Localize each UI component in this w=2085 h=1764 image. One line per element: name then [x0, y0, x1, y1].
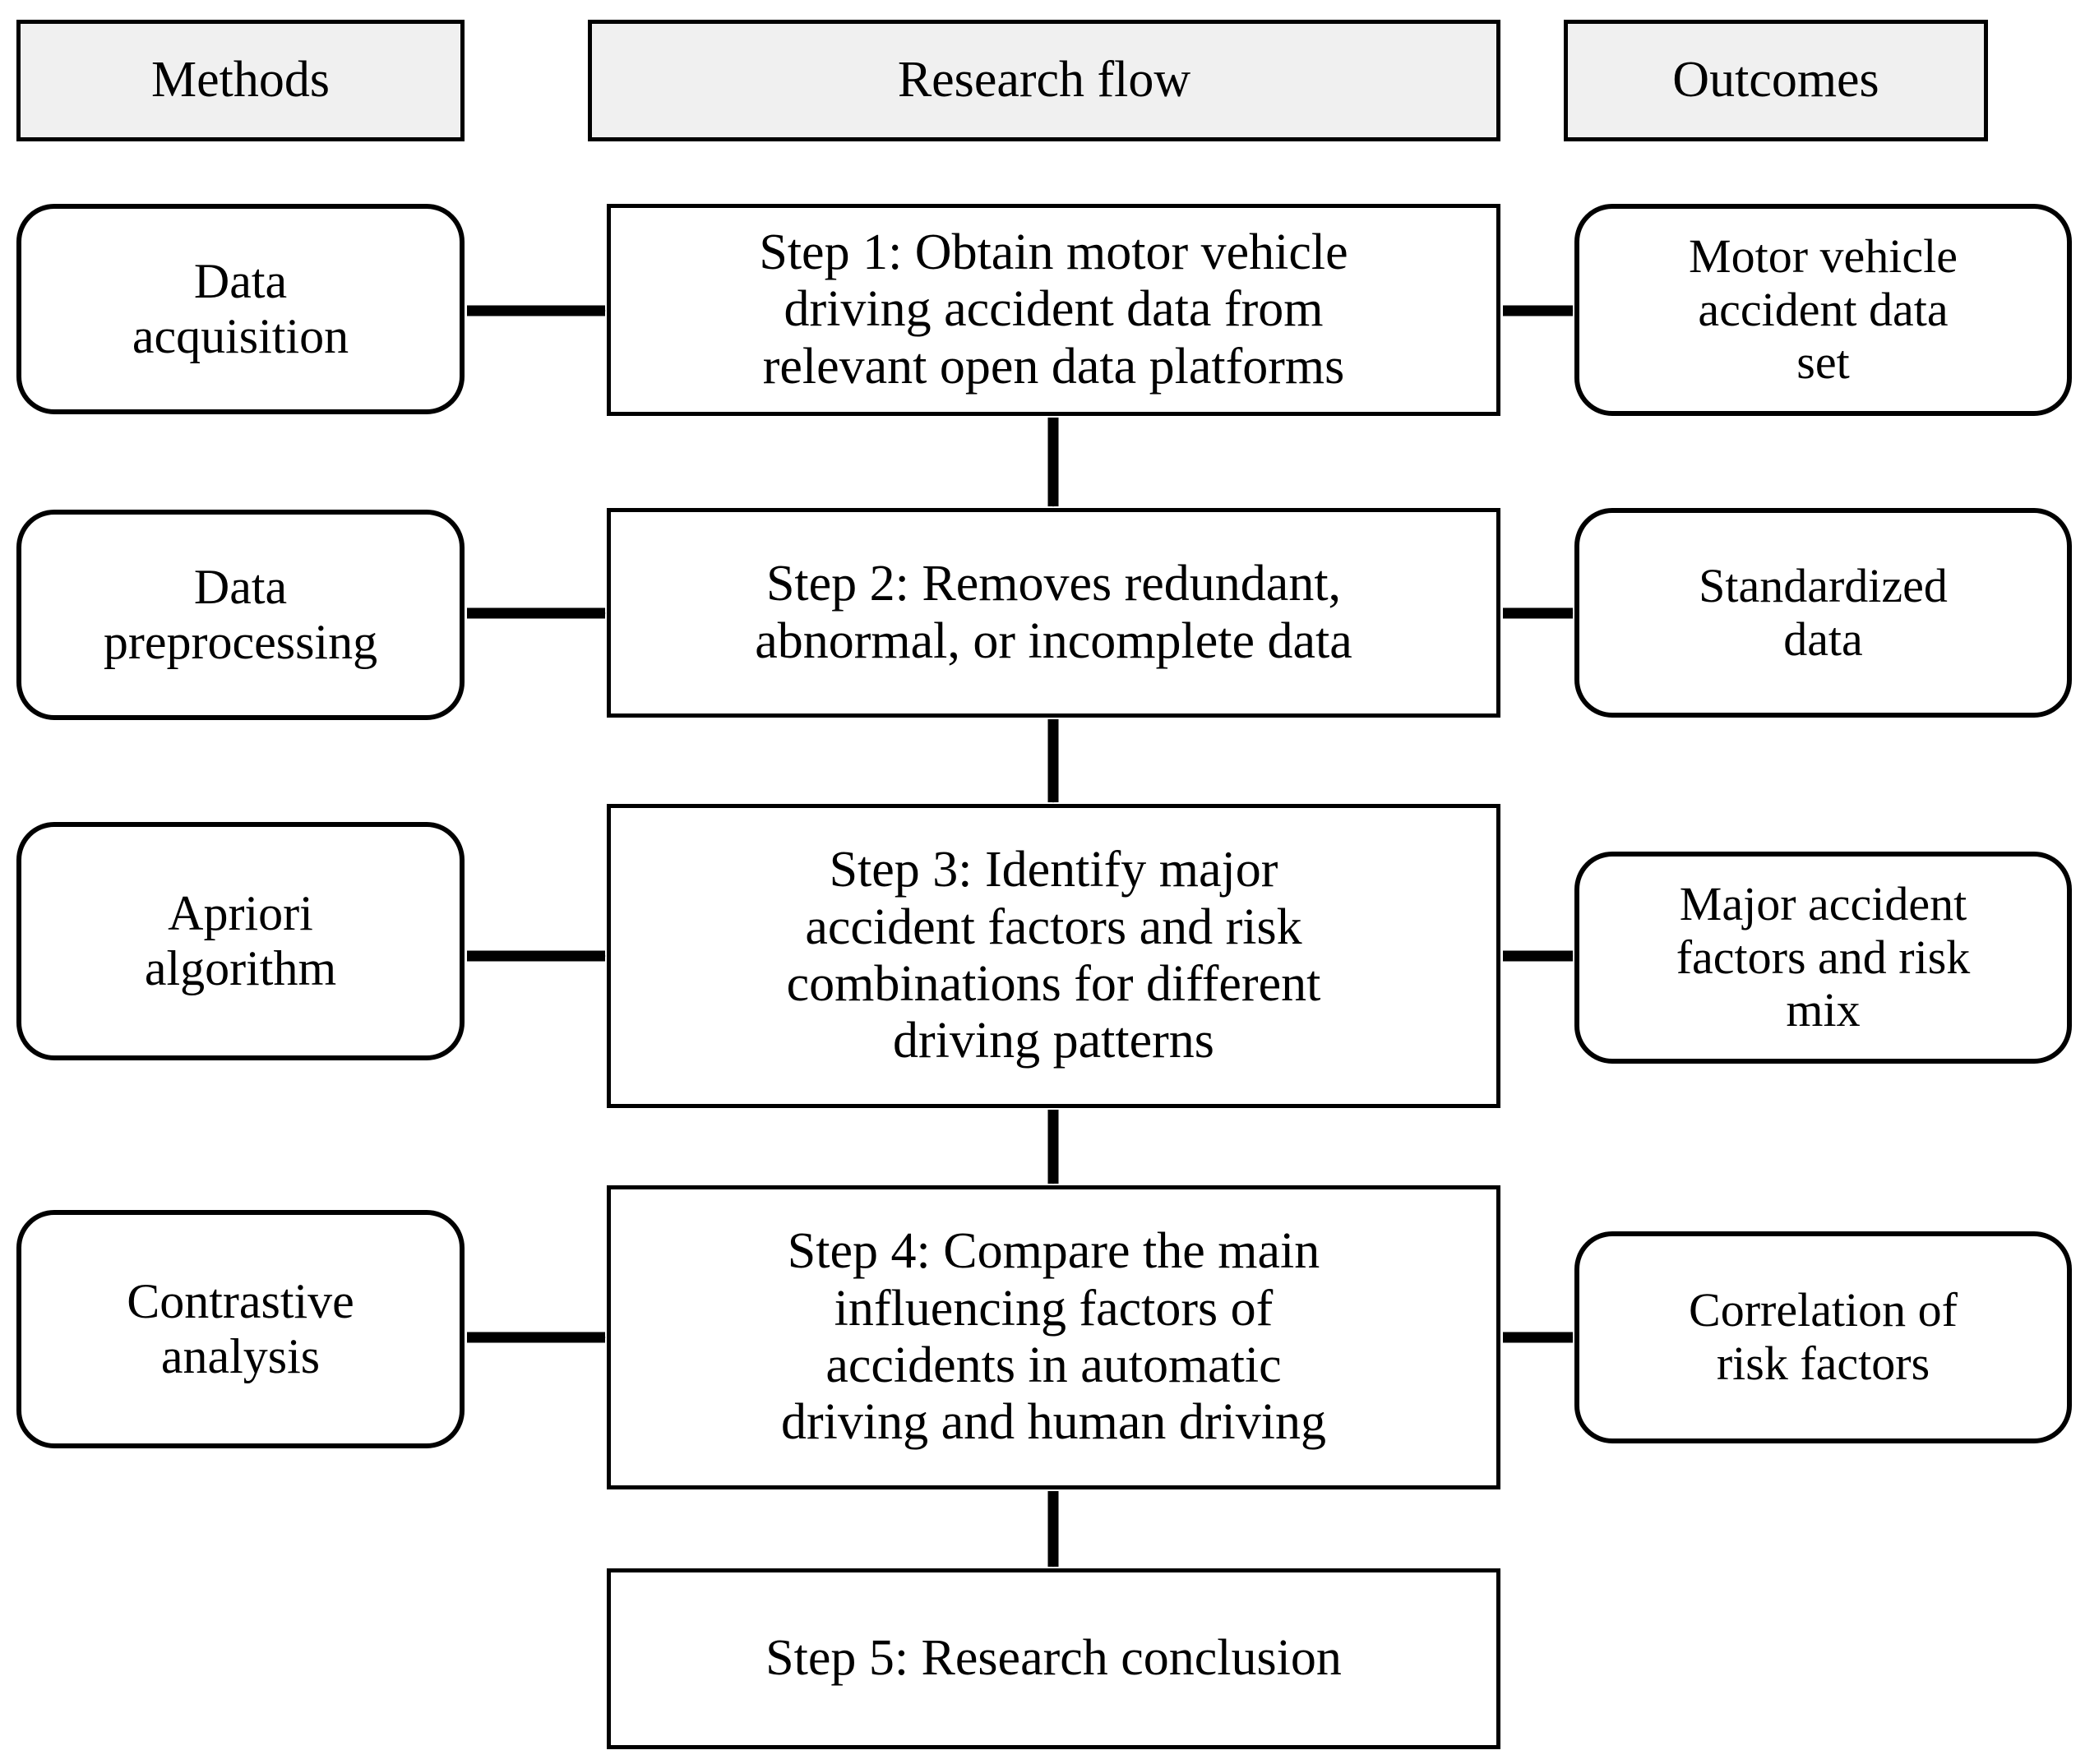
- outcome-node-major-accident-factors-risk-mix-label: Major accident factors and risk mix: [1676, 876, 1971, 1037]
- method-node-contrastive-analysis[interactable]: Contrastive analysis: [16, 1210, 465, 1448]
- column-header-research-flow-label: Research flow: [897, 52, 1191, 109]
- step-node-step-5[interactable]: Step 5: Research conclusion: [607, 1568, 1500, 1749]
- method-node-data-acquisition[interactable]: Data acquisition: [16, 204, 465, 414]
- method-node-data-acquisition-label: Data acquisition: [132, 253, 349, 363]
- step-node-step-4[interactable]: Step 4: Compare the main influencing fac…: [607, 1185, 1500, 1489]
- step-node-step-3[interactable]: Step 3: Identify major accident factors …: [607, 804, 1500, 1108]
- outcome-node-standardized-data[interactable]: Standardized data: [1574, 508, 2072, 718]
- outcome-node-correlation-of-risk-factors[interactable]: Correlation of risk factors: [1574, 1231, 2072, 1443]
- column-header-outcomes-label: Outcomes: [1672, 52, 1879, 109]
- step-node-step-3-label: Step 3: Identify major accident factors …: [786, 842, 1321, 1069]
- outcome-node-standardized-data-label: Standardized data: [1699, 558, 1948, 666]
- method-node-contrastive-analysis-label: Contrastive analysis: [127, 1273, 354, 1383]
- method-node-apriori-algorithm[interactable]: Apriori algorithm: [16, 822, 465, 1060]
- column-header-methods-label: Methods: [151, 52, 330, 109]
- step-node-step-5-label: Step 5: Research conclusion: [765, 1630, 1342, 1687]
- column-header-outcomes: Outcomes: [1564, 20, 1988, 141]
- step-node-step-1-label: Step 1: Obtain motor vehicle driving acc…: [759, 224, 1348, 395]
- method-node-data-preprocessing-label: Data preprocessing: [103, 559, 378, 669]
- step-node-step-4-label: Step 4: Compare the main influencing fac…: [781, 1223, 1326, 1451]
- outcome-node-motor-vehicle-accident-data-set-label: Motor vehicle accident data set: [1689, 229, 1958, 390]
- step-node-step-1[interactable]: Step 1: Obtain motor vehicle driving acc…: [607, 204, 1500, 416]
- step-node-step-2-label: Step 2: Removes redundant, abnormal, or …: [755, 556, 1352, 669]
- column-header-methods: Methods: [16, 20, 465, 141]
- outcome-node-motor-vehicle-accident-data-set[interactable]: Motor vehicle accident data set: [1574, 204, 2072, 416]
- method-node-data-preprocessing[interactable]: Data preprocessing: [16, 510, 465, 720]
- method-node-apriori-algorithm-label: Apriori algorithm: [144, 885, 337, 995]
- step-node-step-2[interactable]: Step 2: Removes redundant, abnormal, or …: [607, 508, 1500, 718]
- outcome-node-major-accident-factors-risk-mix[interactable]: Major accident factors and risk mix: [1574, 852, 2072, 1064]
- column-header-research-flow: Research flow: [588, 20, 1500, 141]
- outcome-node-correlation-of-risk-factors-label: Correlation of risk factors: [1689, 1283, 1958, 1390]
